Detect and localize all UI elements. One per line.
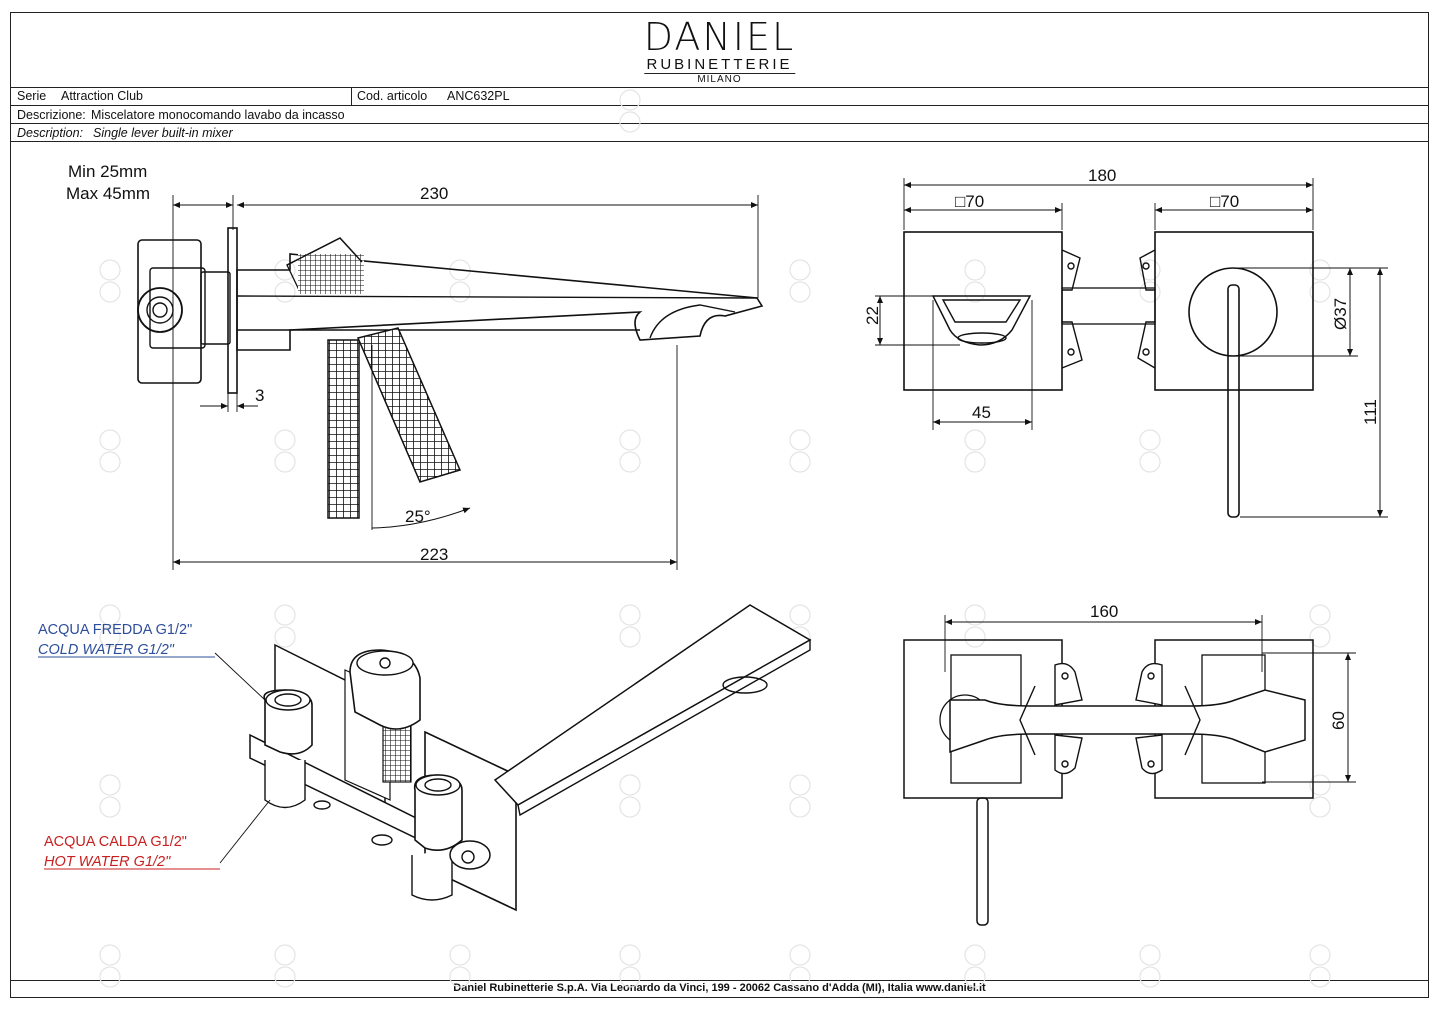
descrizione-label: Descrizione: <box>17 108 86 122</box>
hot-water-label-en: HOT WATER G1/2" <box>44 854 171 870</box>
front-view <box>875 178 1388 518</box>
dim-height-60: 60 <box>1329 711 1348 730</box>
serie-value: Attraction Club <box>61 89 143 103</box>
cold-water-label-it: ACQUA FREDDA G1/2" <box>38 622 192 638</box>
dim-left-plate-70: □70 <box>955 192 984 211</box>
dim-width-160: 160 <box>1090 602 1118 621</box>
description-value: Single lever built-in mixer <box>93 126 233 140</box>
dim-spout-height-22: 22 <box>863 306 882 325</box>
dim-plate-3: 3 <box>255 386 264 405</box>
description-row: Description: Single lever built-in mixer <box>11 124 1428 142</box>
side-view <box>137 195 764 570</box>
dim-rosette-37: Ø37 <box>1331 298 1350 330</box>
dim-total-223: 223 <box>420 545 448 564</box>
wall-max-label: Max 45mm <box>66 184 150 203</box>
hot-water-label-it: ACQUA CALDA G1/2" <box>44 834 187 850</box>
isometric-view <box>214 604 812 912</box>
dim-angle-25: 25° <box>405 507 431 526</box>
title-block: DANIEL RUBINETTERIE MILANO <box>11 13 1428 88</box>
row-divider <box>351 87 352 105</box>
brand-sub: RUBINETTERIE <box>643 57 796 74</box>
description-label: Description: <box>17 126 83 140</box>
rear-view <box>903 615 1356 926</box>
serie-row: Serie Attraction Club Cod. articolo ANC6… <box>11 87 1428 106</box>
dim-length-230: 230 <box>420 184 448 203</box>
drawing-sheet: DANIEL RUBINETTERIE MILANO Serie Attract… <box>10 12 1429 998</box>
dim-height-111: 111 <box>1361 399 1380 425</box>
brand-logo: DANIEL RUBINETTERIE MILANO <box>643 15 796 86</box>
brand-name: DANIEL <box>643 15 796 59</box>
code-value: ANC632PL <box>447 89 510 103</box>
descrizione-row: Descrizione: Miscelatore monocomando lav… <box>11 106 1428 124</box>
wall-min-label: Min 25mm <box>68 162 147 181</box>
footer-address: Daniel Rubinetterie S.p.A. Via Leonardo … <box>11 980 1428 997</box>
code-label: Cod. articolo <box>357 89 428 103</box>
cold-water-label-en: COLD WATER G1/2" <box>38 642 175 658</box>
descrizione-value: Miscelatore monocomando lavabo da incass… <box>91 108 345 122</box>
brand-city: MILANO <box>697 74 742 85</box>
dim-total-180: 180 <box>1088 166 1116 185</box>
serie-label: Serie <box>17 89 47 103</box>
watermark-pattern <box>99 89 1331 988</box>
dim-right-plate-70: □70 <box>1210 192 1239 211</box>
dim-spout-width-45: 45 <box>972 403 991 422</box>
